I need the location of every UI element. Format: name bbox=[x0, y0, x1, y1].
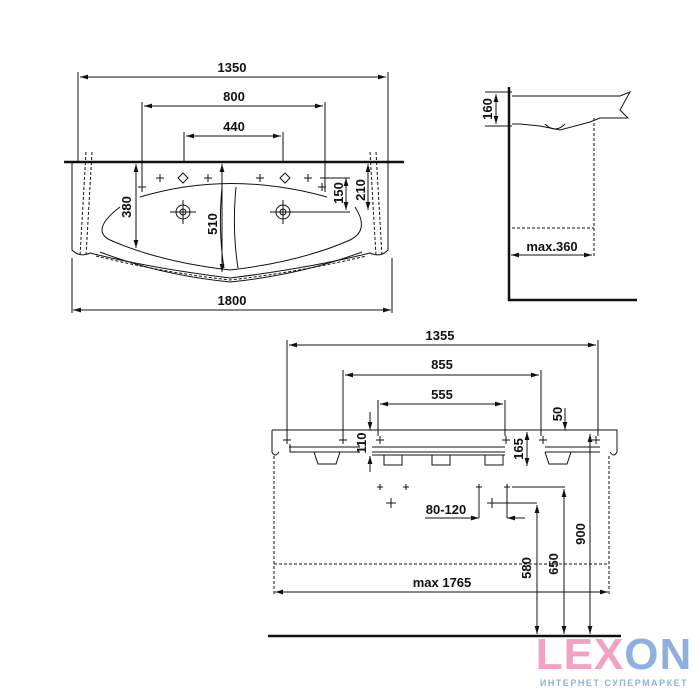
dim-max-360: max.360 bbox=[526, 239, 577, 254]
dim-160: 160 bbox=[480, 98, 495, 120]
dim-1800: 1800 bbox=[218, 293, 247, 308]
installation-view: 1355 855 555 50 110 165 80-120 max 1765 … bbox=[268, 328, 621, 638]
top-view: 1350 800 440 1800 380 510 150 210 bbox=[64, 60, 404, 313]
logo-tagline: ИНТЕРНЕТ СУПЕРМАРКЕТ bbox=[539, 678, 689, 688]
dim-1355: 1355 bbox=[426, 328, 455, 343]
dim-110: 110 bbox=[354, 433, 369, 454]
dim-210: 210 bbox=[353, 179, 368, 201]
side-view: 160 max.360 bbox=[480, 87, 637, 302]
dim-440: 440 bbox=[223, 119, 245, 134]
dim-800: 800 bbox=[223, 89, 245, 104]
dim-555: 555 bbox=[431, 387, 453, 402]
dim-510: 510 bbox=[205, 213, 220, 235]
dim-max-1765: max 1765 bbox=[413, 575, 472, 590]
dim-165: 165 bbox=[511, 438, 526, 460]
tap-hole-marks bbox=[138, 172, 326, 224]
dim-580: 580 bbox=[519, 557, 534, 579]
dim-80-120: 80-120 bbox=[426, 502, 466, 517]
dim-380: 380 bbox=[119, 196, 134, 218]
logo-brand: LEXON bbox=[535, 630, 693, 679]
dim-150: 150 bbox=[331, 182, 346, 204]
dim-900: 900 bbox=[573, 523, 588, 545]
dim-50: 50 bbox=[550, 407, 565, 421]
dim-1350: 1350 bbox=[218, 60, 247, 75]
dim-650: 650 bbox=[546, 553, 561, 575]
lexon-logo: LEXON ИНТЕРНЕТ СУПЕРМАРКЕТ bbox=[534, 630, 694, 689]
dim-855: 855 bbox=[431, 357, 453, 372]
basin-outline bbox=[71, 162, 389, 279]
bowl-rim bbox=[139, 183, 328, 198]
